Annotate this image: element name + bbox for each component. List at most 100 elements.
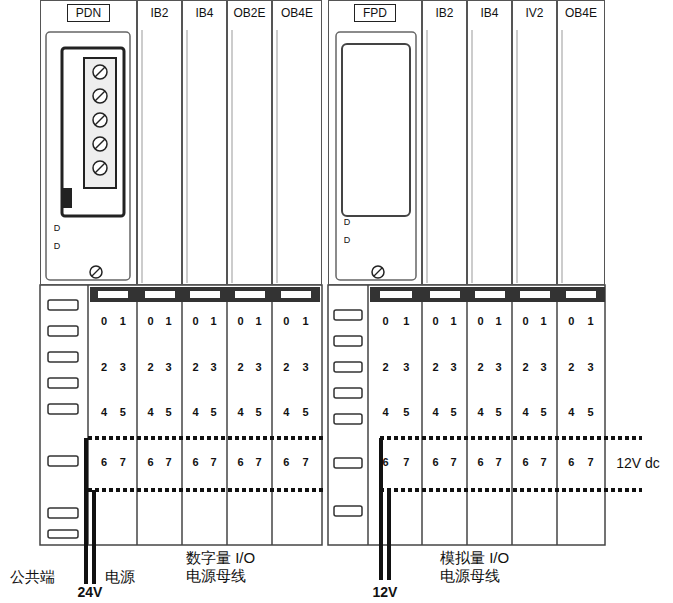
terminal-number: 3 [588,361,594,374]
io-module: IB2 [422,0,467,285]
terminal-number: 2 [237,361,243,374]
voltage-label: 24V [78,584,103,601]
terminal-number: 3 [540,361,546,374]
io-module: OB2E [227,0,272,285]
terminal-number: 3 [495,361,501,374]
wire-label: 电源 [105,568,135,586]
module-name: IB2 [435,6,453,20]
io-module: OB4E [557,0,605,285]
terminal-number: 1 [120,315,126,328]
terminal-number: 6 [283,456,289,469]
terminal-number: 4 [432,406,438,419]
terminal-number: 1 [495,315,501,328]
terminal-number: 7 [450,456,456,469]
terminal-number: 7 [210,456,216,469]
io-module: OB4E [272,0,322,285]
terminal-number: 3 [120,361,126,374]
terminal-number: 5 [450,406,456,419]
terminal-number: 5 [495,406,501,419]
terminal-number: 2 [192,361,198,374]
terminal-number: 0 [432,315,438,328]
voltage-label: 12V [373,584,398,601]
io-module: IB4 [182,0,227,285]
terminal-number: 4 [237,406,243,419]
module-name: FPD [354,4,396,22]
terminal-number: 6 [432,456,438,469]
terminal-number: 5 [540,406,546,419]
module-name: IV2 [525,6,543,20]
terminal-number: 7 [403,456,409,469]
terminal-number: 6 [477,456,483,469]
terminal-number: 7 [303,456,309,469]
terminal-number: 7 [588,456,594,469]
terminal-number: 7 [495,456,501,469]
terminal-number: 2 [101,361,107,374]
terminal-number: 7 [120,456,126,469]
terminal-number: 6 [147,456,153,469]
terminal-number: 1 [303,315,309,328]
terminal-number: 0 [522,315,528,328]
terminal-number: 7 [165,456,171,469]
terminal-number: 4 [568,406,574,419]
marking: D [54,223,61,234]
terminal-number: 1 [403,315,409,328]
terminal-number: 3 [303,361,309,374]
terminal-number: 6 [237,456,243,469]
terminal-number: 7 [540,456,546,469]
terminal-number: 5 [403,406,409,419]
terminal-number: 4 [522,406,528,419]
terminal-number: 6 [522,456,528,469]
io-module: IB4 [467,0,512,285]
module-name: IB4 [195,6,213,20]
terminal-number: 2 [432,361,438,374]
terminal-number: 0 [237,315,243,328]
terminal-number: 4 [147,406,153,419]
module-name: OB4E [281,6,313,20]
terminal-number: 1 [255,315,261,328]
io-module: IB2 [137,0,182,285]
terminal-number: 1 [210,315,216,328]
voltage-label: 12V dc [616,455,660,472]
terminal-number: 2 [477,361,483,374]
terminal-number: 1 [540,315,546,328]
terminal-number: 0 [477,315,483,328]
terminal-number: 0 [101,315,107,328]
terminal-number: 1 [588,315,594,328]
io-module: FPD [328,0,422,285]
terminal-number: 2 [522,361,528,374]
terminal-number: 6 [101,456,107,469]
terminal-number: 5 [120,406,126,419]
module-name: IB4 [480,6,498,20]
module-name: OB4E [565,6,597,20]
terminal-number: 0 [383,315,389,328]
marking: D [54,241,61,252]
terminal-number: 3 [255,361,261,374]
module-name: PDN [67,4,110,22]
module-name: IB2 [150,6,168,20]
terminal-number: 2 [283,361,289,374]
terminal-number: 0 [192,315,198,328]
terminal-number: 6 [383,456,389,469]
terminal-number: 5 [210,406,216,419]
terminal-number: 5 [165,406,171,419]
marking: D [344,217,351,228]
marking: D [344,235,351,246]
terminal-number: 5 [588,406,594,419]
terminal-number: 7 [255,456,261,469]
terminal-number: 2 [147,361,153,374]
terminal-number: 0 [147,315,153,328]
terminal-number: 0 [568,315,574,328]
terminal-number: 3 [403,361,409,374]
wire-label: 公共端 [10,568,55,586]
bus-label: 数字量 I/O 电源母线 [186,549,278,585]
bus-label: 模拟量 I/O 电源母线 [440,549,532,585]
terminal-number: 6 [192,456,198,469]
terminal-number: 3 [165,361,171,374]
terminal-number: 5 [303,406,309,419]
terminal-number: 3 [210,361,216,374]
terminal-number: 5 [255,406,261,419]
module-name: OB2E [233,6,265,20]
terminal-number: 4 [101,406,107,419]
terminal-number: 1 [165,315,171,328]
